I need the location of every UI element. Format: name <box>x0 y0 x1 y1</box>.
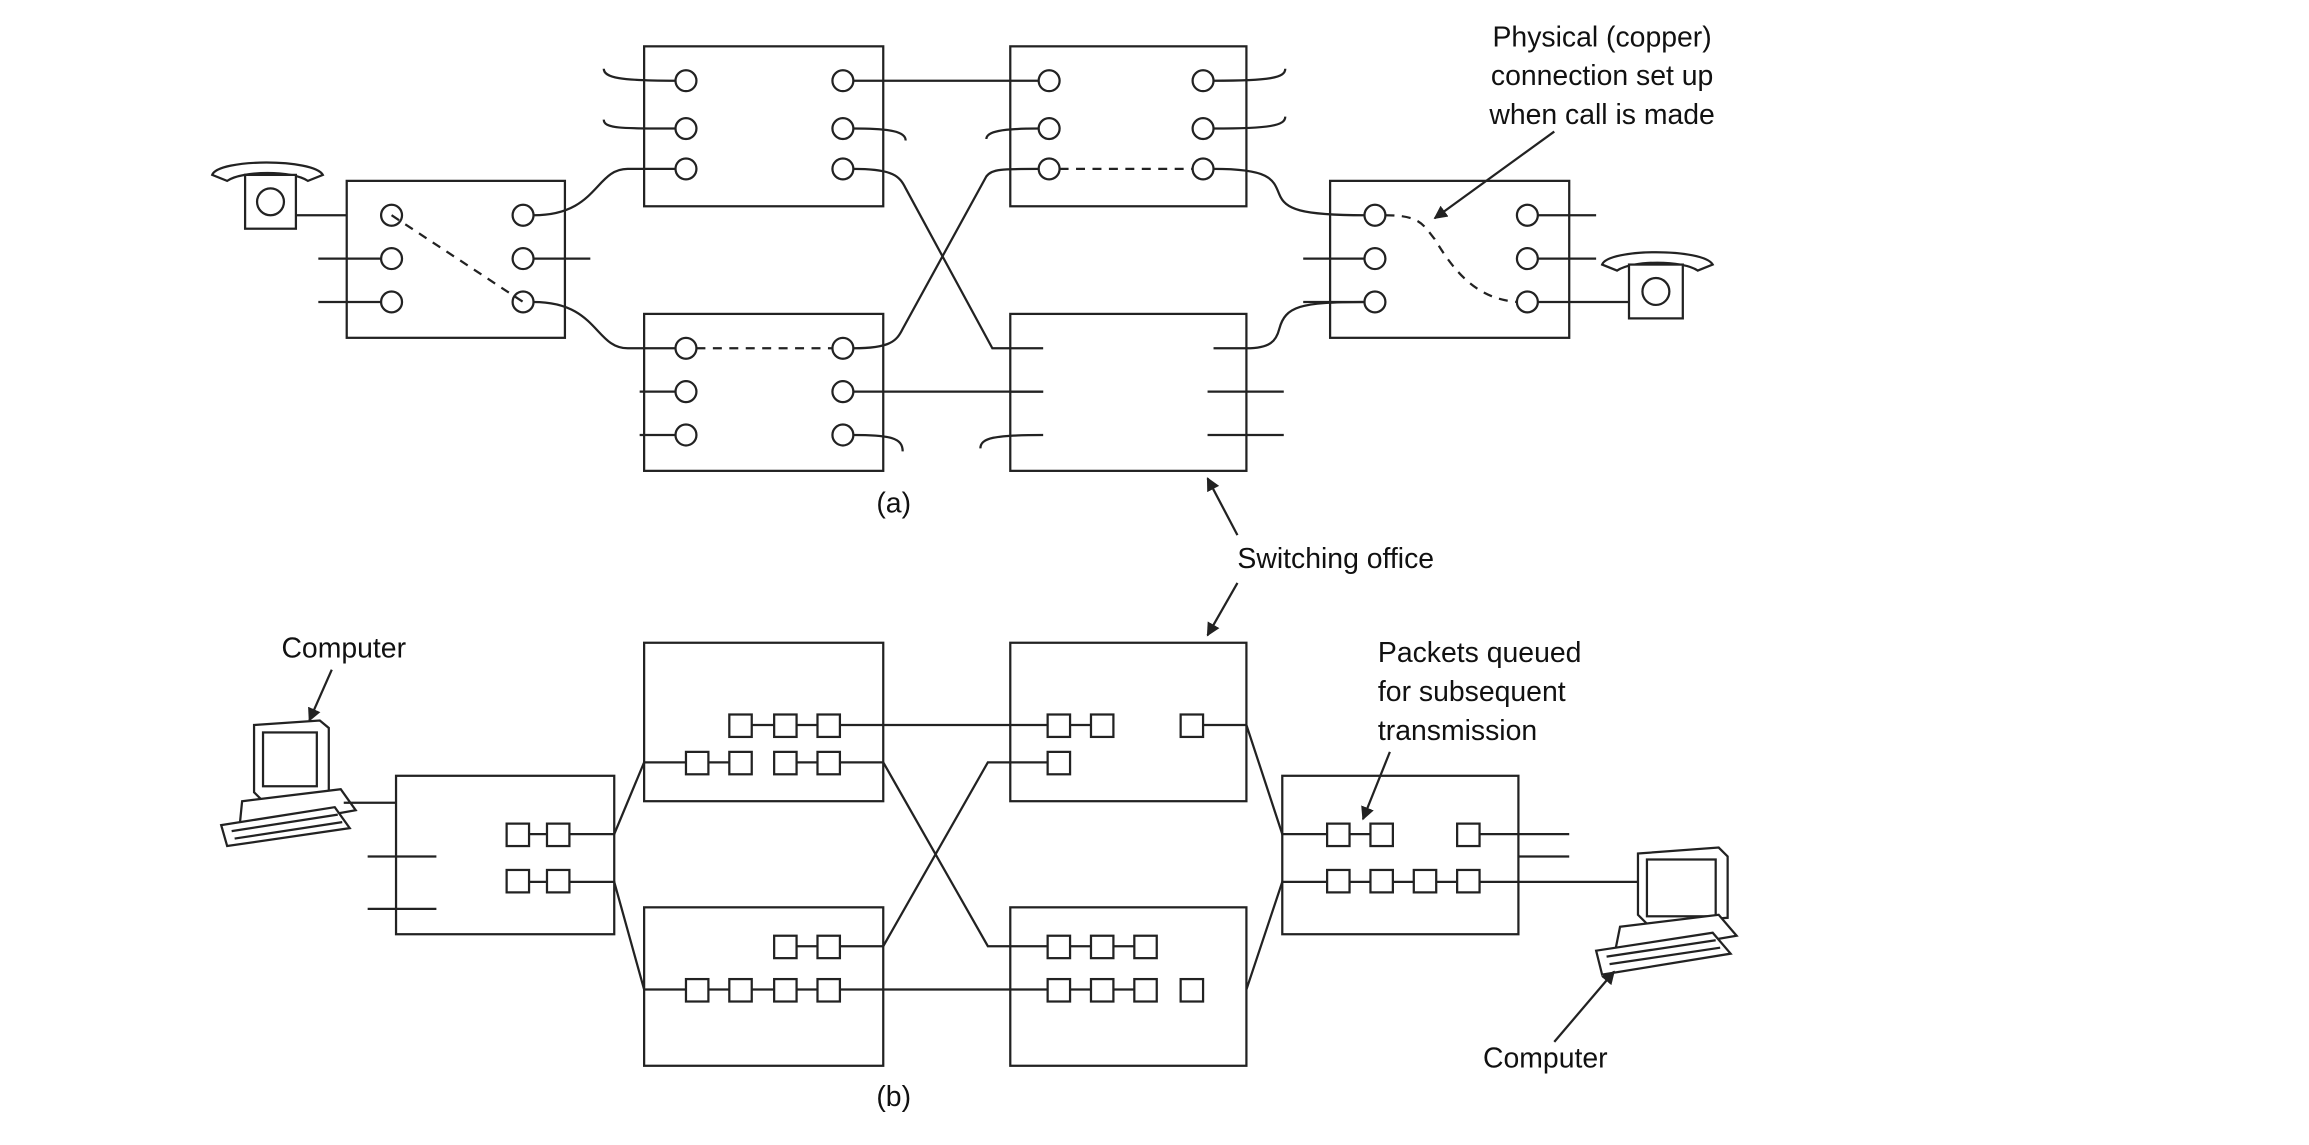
trunk-lines-b <box>569 723 1328 991</box>
switching-office-b-top-left <box>643 641 885 803</box>
switching-office-b-bottom-right <box>1009 906 1248 1067</box>
physical-connection-label-2: connection set up <box>1491 60 1713 92</box>
computer-left-arrow <box>308 669 333 722</box>
caption-b: (b) <box>876 1081 911 1113</box>
switching-office-a-top-left <box>602 45 907 208</box>
physical-connection-arrow <box>1433 130 1555 220</box>
switching-office-arrow-down <box>1206 582 1239 637</box>
telephone-icon <box>210 161 325 230</box>
switching-office-a-top-right <box>985 45 1287 208</box>
switching-office-a-left <box>318 179 591 339</box>
packets-queued-label-1: Packets queued <box>1378 637 1581 669</box>
packets-queued-label-3: transmission <box>1378 715 1537 747</box>
physical-connection-label-1: Physical (copper) <box>1493 21 1712 53</box>
switching-office-b-left <box>367 774 616 936</box>
switching-office-b-right <box>1281 774 1641 936</box>
physical-connection-label-3: when call is made <box>1488 99 1715 131</box>
switching-office-a-right <box>1303 179 1597 339</box>
packet-switching-panel: Computer <box>219 633 1739 1113</box>
switching-office-b-top-right <box>1009 641 1248 803</box>
switching-office-label: Switching office <box>1237 543 1434 575</box>
packets-queued-label-2: for subsequent <box>1378 676 1566 708</box>
computer-right-label: Computer <box>1483 1042 1608 1074</box>
packets-queued-arrow <box>1361 751 1391 821</box>
computer-left-label: Computer <box>281 633 406 665</box>
caption-a: (a) <box>876 488 911 520</box>
circuit-switching-panel: Physical (copper) connection set up when… <box>210 21 1715 520</box>
telephone-icon <box>1600 251 1715 320</box>
switching-office-a-bottom-left <box>639 312 904 472</box>
trunk-lines-a <box>533 79 1365 393</box>
switching-office-b-bottom-left <box>643 906 885 1067</box>
switching-office-arrow-up <box>1206 477 1239 536</box>
computer-terminal-icon <box>1594 846 1739 976</box>
computer-right-arrow <box>1553 970 1615 1043</box>
switching-office-a-bottom-right <box>979 312 1284 472</box>
computer-terminal-icon <box>219 719 358 848</box>
